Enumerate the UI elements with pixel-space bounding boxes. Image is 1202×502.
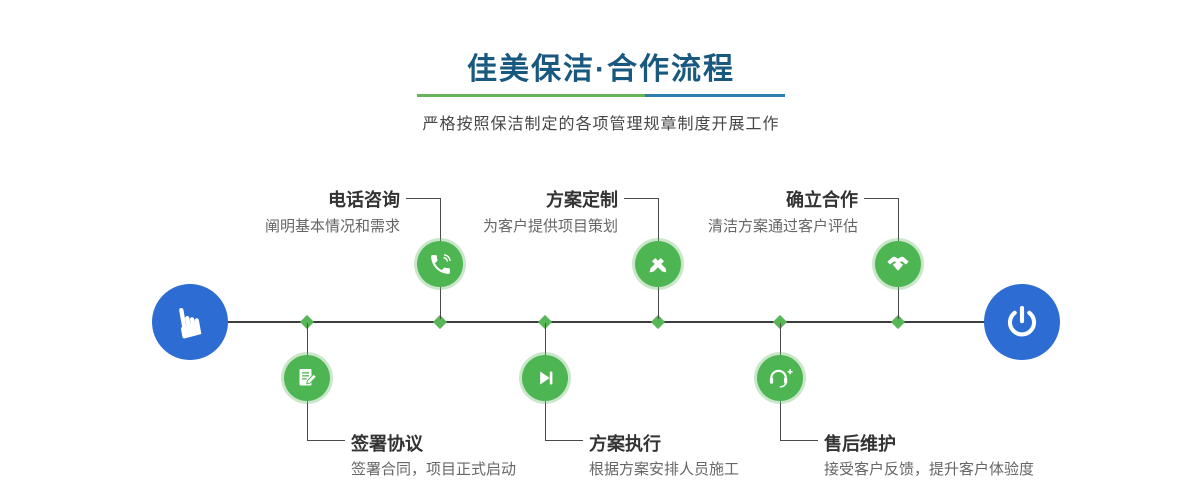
step-icon-circle bbox=[522, 355, 568, 401]
connector-line bbox=[658, 198, 659, 242]
page-subtitle: 严格按照保洁制定的各项管理规章制度开展工作 bbox=[422, 116, 780, 133]
connector-line bbox=[780, 401, 781, 441]
step-title: 确立合作 bbox=[786, 190, 858, 210]
timeline-line bbox=[190, 321, 1022, 323]
contract-icon bbox=[299, 369, 318, 386]
page-title: 佳美保洁·合作流程 bbox=[467, 53, 735, 86]
power-icon bbox=[1007, 306, 1037, 337]
step-icon-circle bbox=[875, 241, 921, 287]
connector-line bbox=[440, 287, 441, 319]
connector-line bbox=[780, 440, 818, 441]
step-desc: 清洁方案通过客户评估 bbox=[707, 218, 858, 235]
service-icon bbox=[769, 369, 793, 388]
title-underline bbox=[417, 94, 785, 97]
step-icon-circle bbox=[284, 355, 330, 401]
step-title: 方案定制 bbox=[546, 190, 618, 210]
step-icon-circle bbox=[757, 355, 803, 401]
step-icon-circle bbox=[635, 241, 681, 287]
connector-line bbox=[864, 198, 898, 199]
step-title: 售后维护 bbox=[824, 434, 896, 454]
hand-pointer-icon: ☛ bbox=[163, 299, 216, 345]
step-desc: 阐明基本情况和需求 bbox=[264, 218, 400, 235]
connector-line bbox=[307, 440, 345, 441]
connector-line bbox=[307, 401, 308, 441]
step-desc: 根据方案安排人员施工 bbox=[589, 461, 740, 478]
underline-green-segment bbox=[417, 94, 646, 97]
connector-line bbox=[307, 323, 308, 355]
connector-line bbox=[624, 198, 658, 199]
connector-line bbox=[440, 198, 441, 242]
step-icon-circle bbox=[417, 241, 463, 287]
connector-line bbox=[545, 323, 546, 355]
connector-line bbox=[898, 287, 899, 319]
step-title: 方案执行 bbox=[589, 434, 661, 454]
connector-line bbox=[898, 198, 899, 242]
connector-line bbox=[658, 287, 659, 319]
handshake-icon bbox=[887, 256, 909, 271]
step-title: 电话咨询 bbox=[328, 190, 400, 210]
execute-icon bbox=[540, 371, 553, 385]
design-icon bbox=[649, 258, 667, 273]
step-desc: 接受客户反馈，提升客户体验度 bbox=[824, 461, 1035, 478]
connector-line bbox=[545, 401, 546, 441]
timeline-start-node: ☛ bbox=[152, 284, 228, 360]
connector-line bbox=[406, 198, 440, 199]
connector-line bbox=[545, 440, 583, 441]
phone-icon bbox=[430, 253, 451, 274]
underline-blue-segment bbox=[645, 94, 785, 97]
timeline-end-node bbox=[984, 284, 1060, 360]
connector-line bbox=[780, 323, 781, 355]
step-desc: 签署合同，项目正式启动 bbox=[351, 461, 517, 478]
step-title: 签署协议 bbox=[351, 434, 423, 454]
step-desc: 为客户提供项目策划 bbox=[482, 218, 618, 235]
